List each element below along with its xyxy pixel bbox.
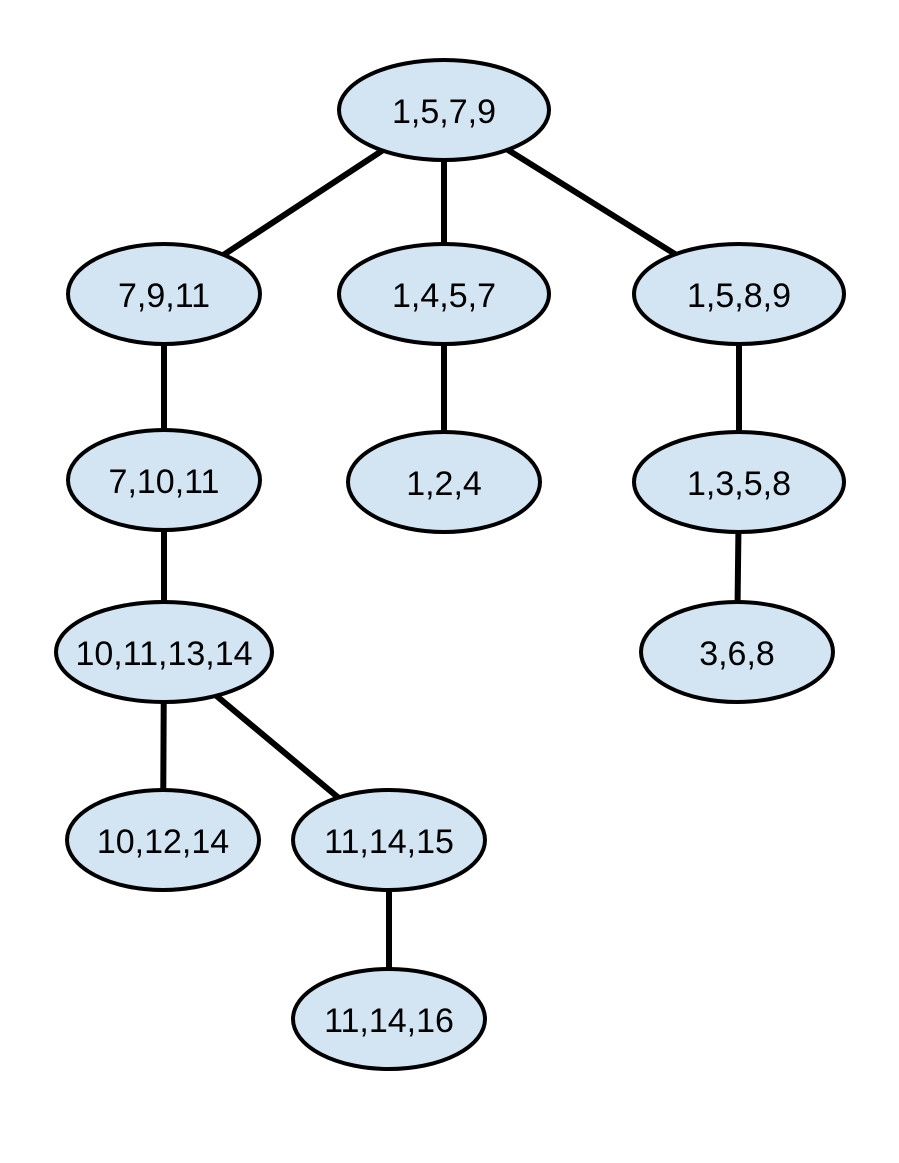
node-11-14-16: 11,14,16 (291, 967, 487, 1071)
node-11-14-15: 11,14,15 (291, 788, 487, 892)
node-ellipse (337, 242, 551, 346)
node-ellipse (291, 788, 487, 892)
node-7-10-11: 7,10,11 (66, 428, 262, 532)
node-ellipse (54, 600, 274, 704)
node-label: 1,5,8,9 (687, 277, 791, 315)
node-1-5-8-9: 1,5,8,9 (632, 242, 846, 346)
node-10-12-14: 10,12,14 (65, 788, 261, 892)
node-ellipse (337, 58, 551, 162)
node-7-9-11: 7,9,11 (66, 242, 262, 346)
node-ellipse (66, 428, 262, 532)
node-ellipse (632, 242, 846, 346)
node-label: 11,14,16 (324, 1002, 454, 1040)
node-3-6-8: 3,6,8 (639, 600, 835, 704)
nodes-layer: 1,5,7,9 7,9,11 1,4,5,7 1,5,8,9 7,10,11 1,2,4 1… (54, 58, 846, 1071)
node-1-4-5-7: 1,4,5,7 (337, 242, 551, 346)
node-label: 3,6,8 (699, 635, 775, 673)
node-label: 10,12,14 (97, 823, 229, 861)
node-label: 7,9,11 (118, 277, 210, 315)
node-label: 1,5,7,9 (392, 93, 496, 131)
node-1-3-5-8: 1,3,5,8 (632, 430, 846, 534)
node-1-5-7-9: 1,5,7,9 (337, 58, 551, 162)
node-ellipse (346, 430, 542, 534)
node-label: 1,3,5,8 (687, 465, 791, 503)
node-label: 10,11,13,14 (75, 635, 252, 673)
node-10-11-13-14: 10,11,13,14 (54, 600, 274, 704)
node-ellipse (639, 600, 835, 704)
node-ellipse (291, 967, 487, 1071)
node-1-2-4: 1,2,4 (346, 430, 542, 534)
node-label: 11,14,15 (324, 823, 454, 861)
node-ellipse (65, 788, 261, 892)
node-label: 1,4,5,7 (392, 277, 496, 315)
node-ellipse (66, 242, 262, 346)
node-ellipse (632, 430, 846, 534)
node-label: 1,2,4 (406, 465, 482, 503)
node-label: 7,10,11 (109, 463, 220, 501)
